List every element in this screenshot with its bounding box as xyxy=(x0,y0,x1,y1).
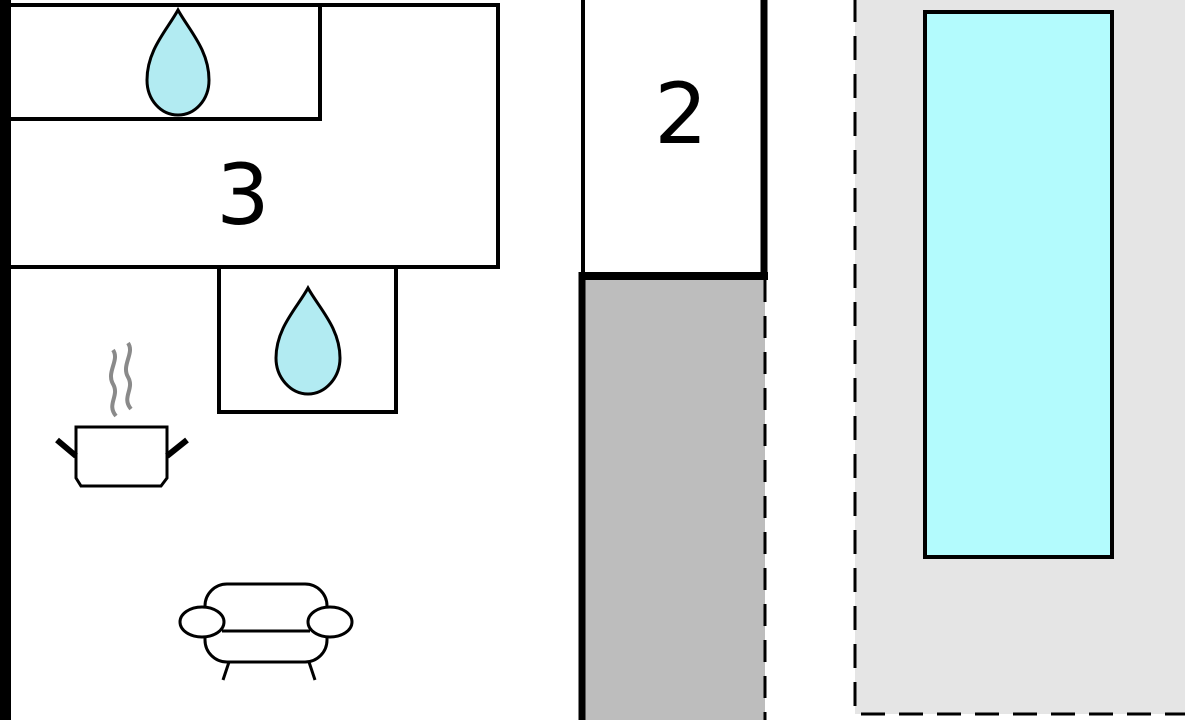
sofa-arm-left xyxy=(178,605,226,639)
steam-line xyxy=(124,341,133,411)
room-3-label: 3 xyxy=(216,146,269,244)
pot-handle-right xyxy=(165,437,189,459)
room-3: 3 xyxy=(7,3,500,269)
room-2: 2 xyxy=(581,0,768,280)
terrace xyxy=(585,280,765,720)
sofa-arm-right xyxy=(306,605,354,639)
water-drop-icon xyxy=(274,284,342,396)
pot-handle-left xyxy=(55,437,78,459)
water-drop-icon xyxy=(145,6,211,117)
sofa-leg-left xyxy=(221,661,231,681)
sofa-leg-right xyxy=(307,661,317,681)
steam-line xyxy=(109,348,118,418)
sofa-icon xyxy=(178,582,354,681)
cooking-pot-icon xyxy=(55,341,189,488)
room-2-label: 2 xyxy=(654,65,707,163)
swimming-pool xyxy=(923,10,1114,559)
pot-body xyxy=(74,425,169,488)
left-wall xyxy=(0,0,11,720)
